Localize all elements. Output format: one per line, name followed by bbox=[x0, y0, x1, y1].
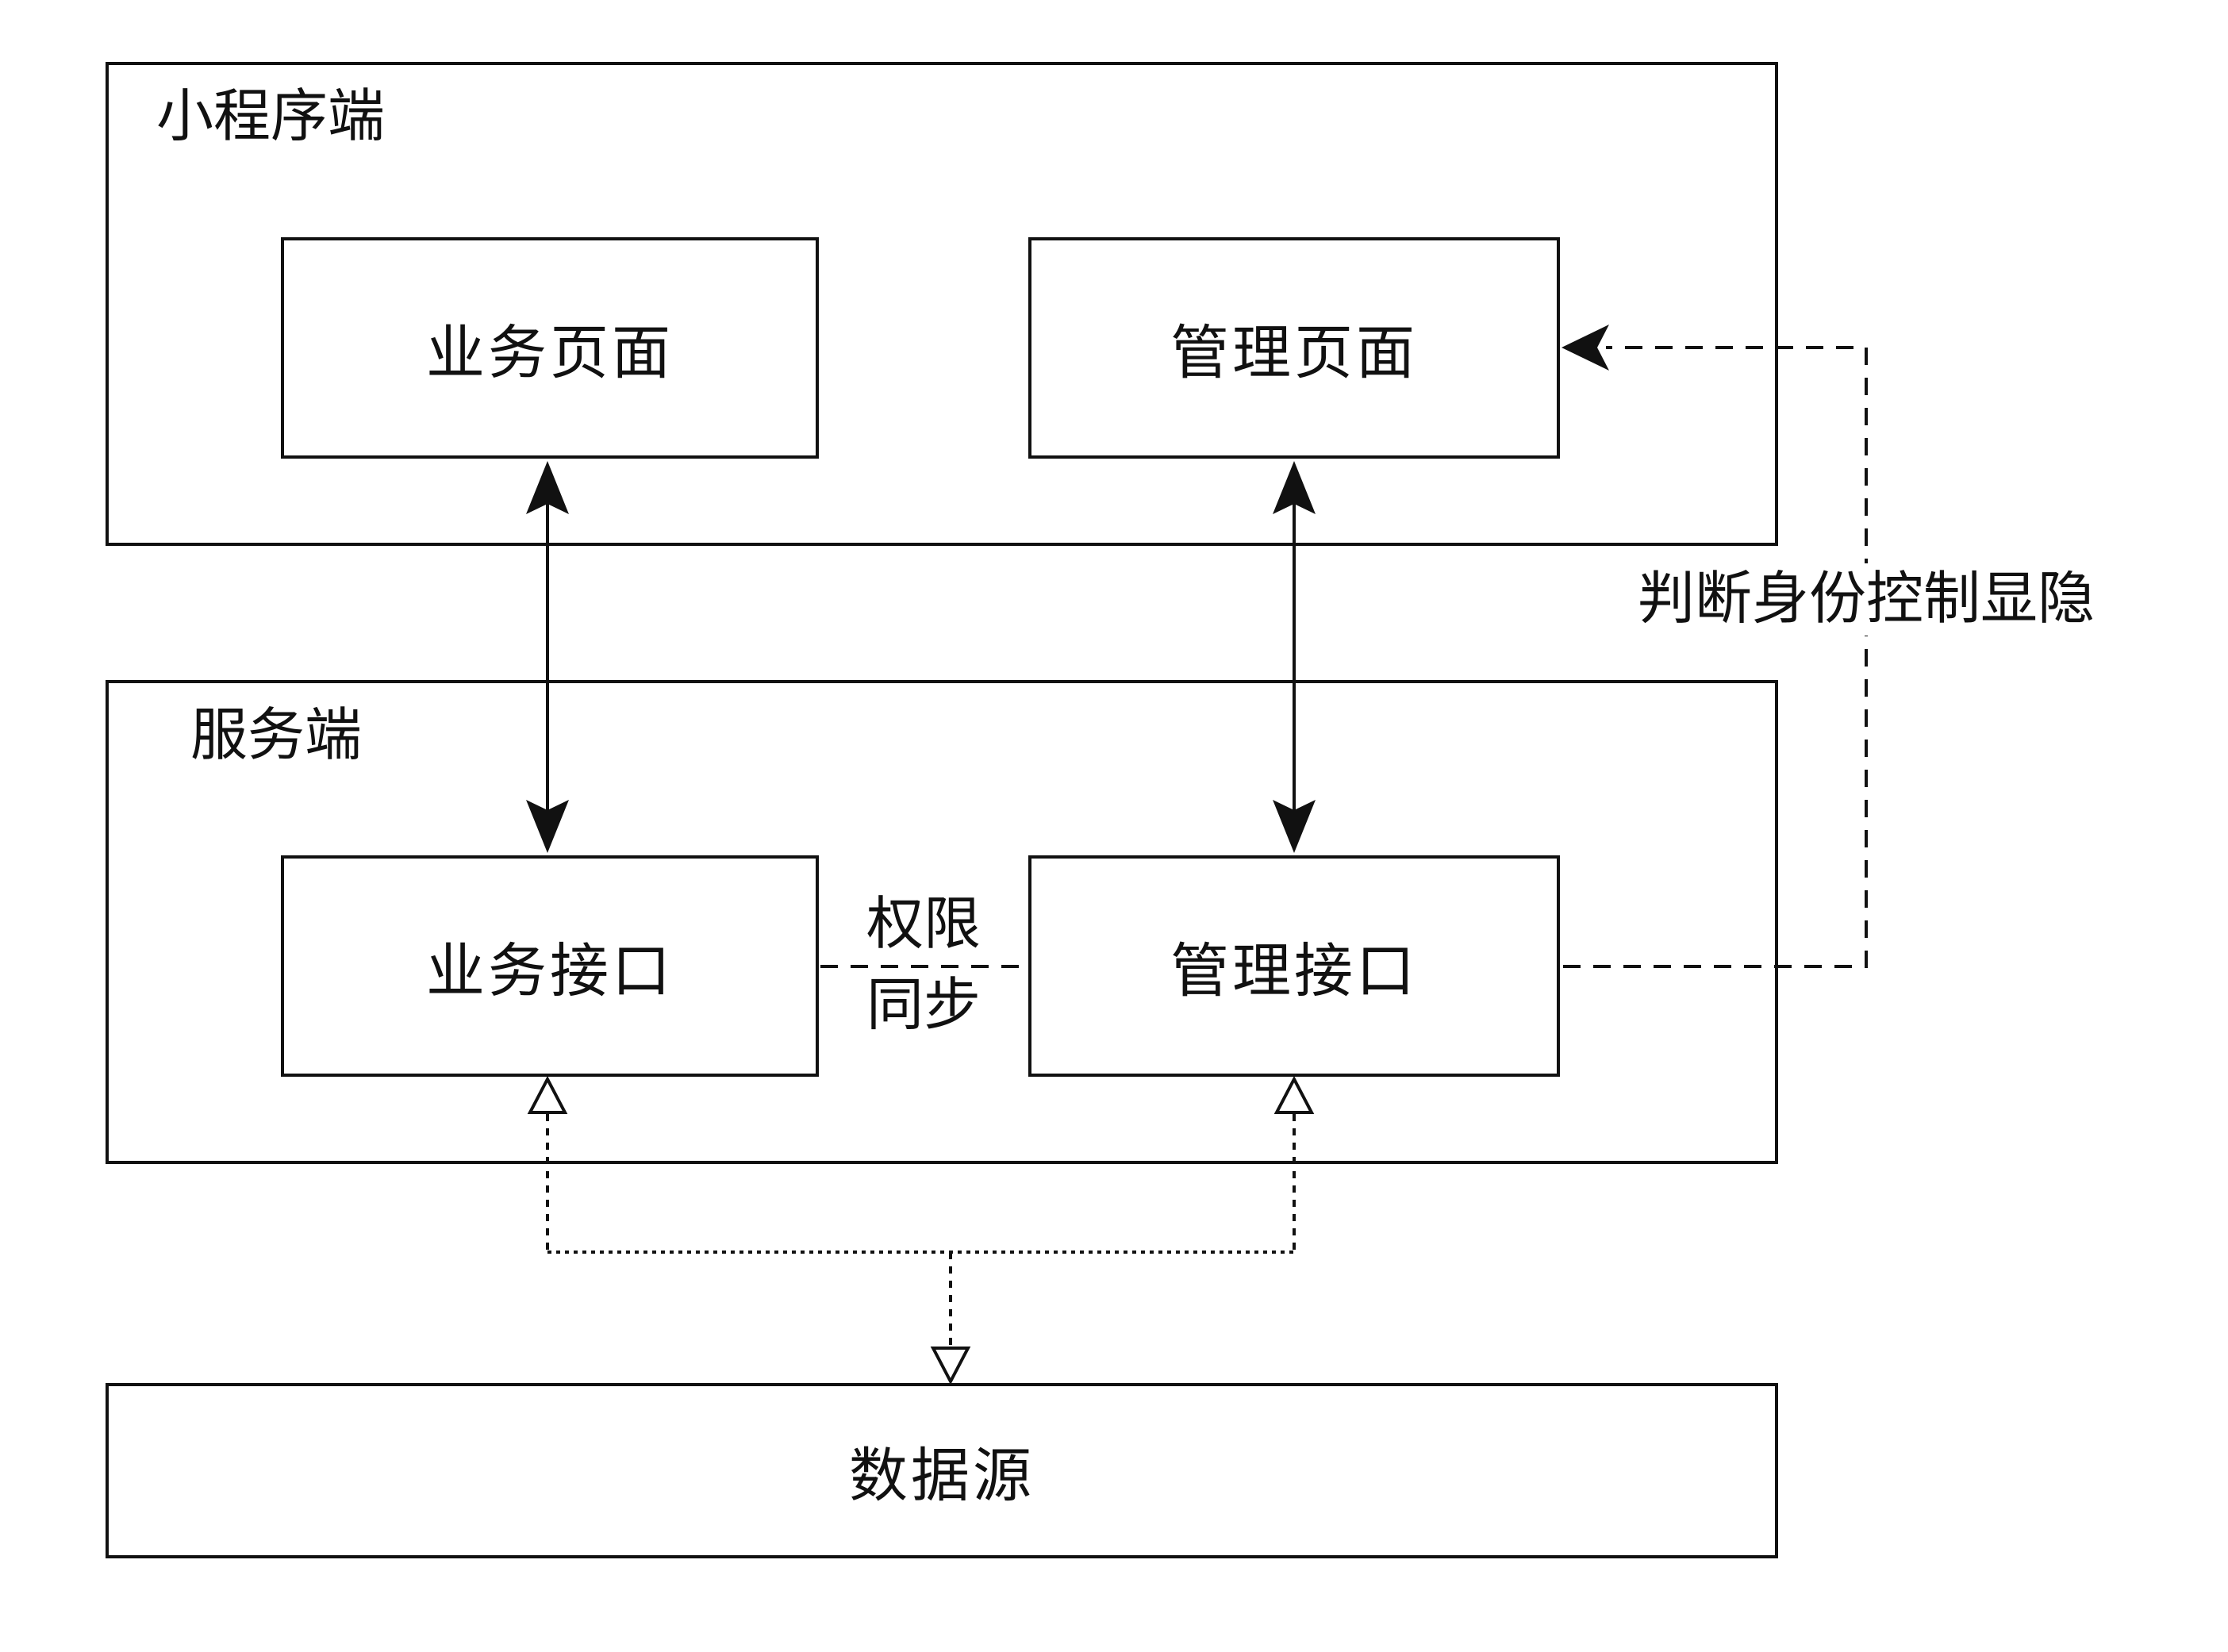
identity-control-label: 判断身份控制显隐 bbox=[1611, 563, 2122, 636]
box-admin-page-label: 管理页面 bbox=[1170, 320, 1418, 386]
box-business-api-label: 业务接口 bbox=[426, 938, 674, 1004]
box-admin-page: 管理页面 bbox=[1028, 237, 1560, 459]
box-admin-api: 管理接口 bbox=[1028, 855, 1560, 1077]
container-datasource-label: 数据源 bbox=[849, 1443, 1035, 1508]
container-server-label: 服务端 bbox=[190, 704, 363, 767]
container-datasource: 数据源 bbox=[106, 1383, 1778, 1558]
container-miniprogram-label: 小程序端 bbox=[156, 85, 386, 148]
box-business-page: 业务页面 bbox=[281, 237, 819, 459]
permission-sync-label-line2: 同步 bbox=[866, 974, 981, 1037]
box-business-api: 业务接口 bbox=[281, 855, 819, 1077]
datasource-arrow-dotted-link bbox=[930, 1252, 971, 1385]
hollow-triangle-datasource bbox=[930, 1347, 971, 1385]
box-admin-api-label: 管理接口 bbox=[1170, 938, 1418, 1004]
permission-sync-label-line1: 权限 bbox=[866, 893, 981, 956]
box-business-page-label: 业务页面 bbox=[426, 320, 674, 386]
